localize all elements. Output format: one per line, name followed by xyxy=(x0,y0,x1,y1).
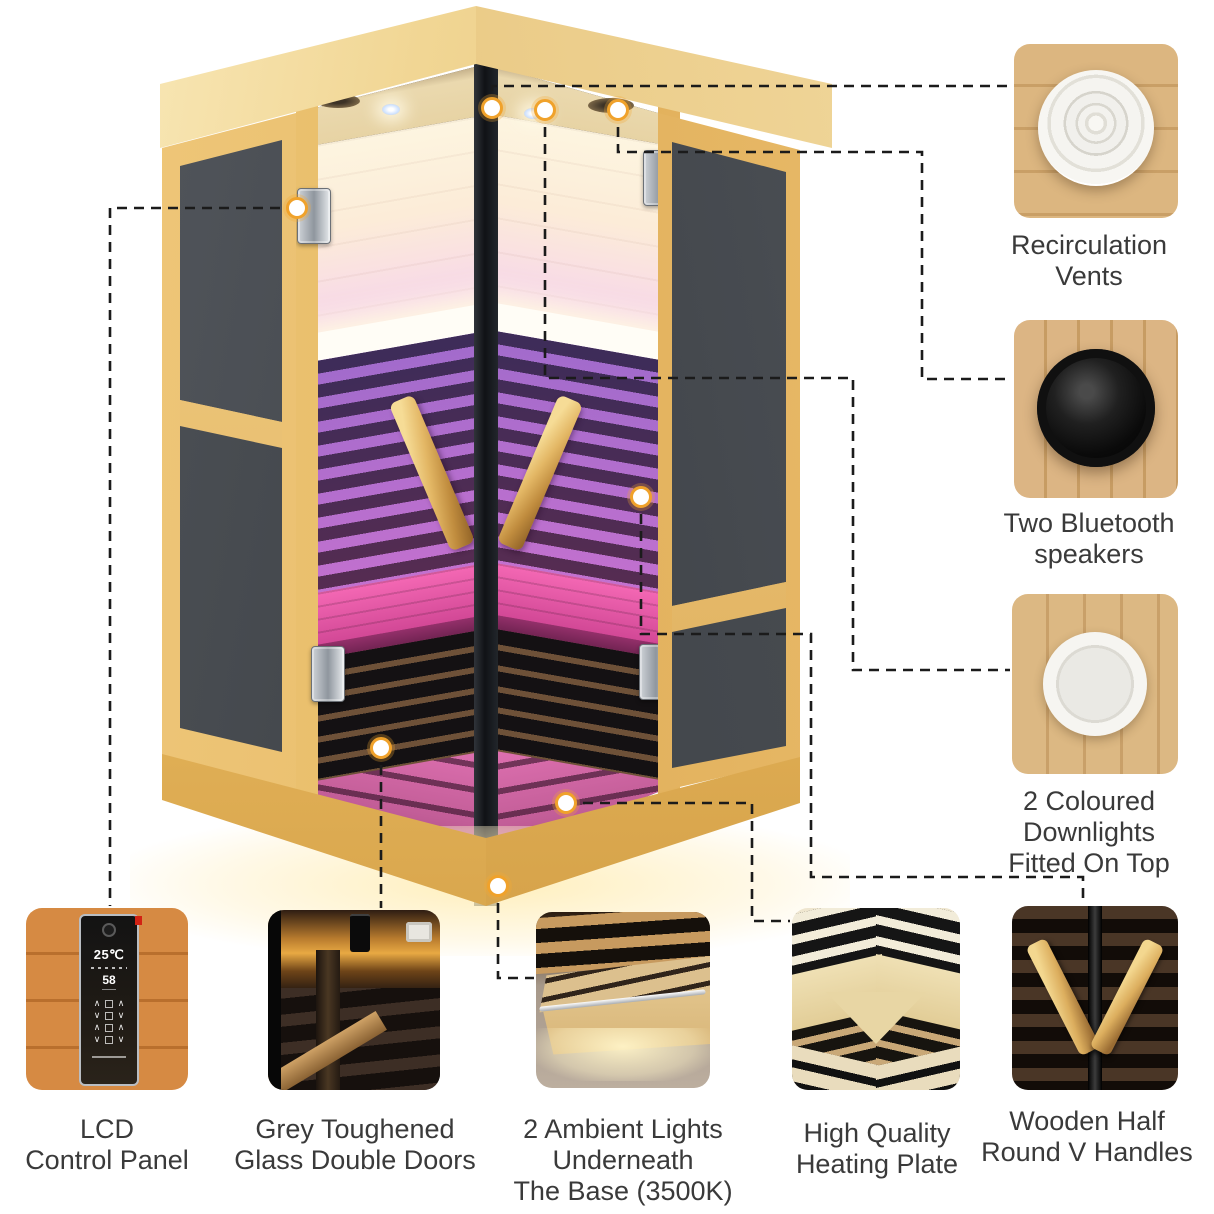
leader-ambient xyxy=(496,886,534,980)
ceiling-downlight-icon xyxy=(524,108,542,119)
glass-doors-photo xyxy=(268,910,440,1090)
hotspot-marker-icon[interactable] xyxy=(534,99,556,121)
panel-caption-bar xyxy=(92,1056,126,1058)
hotspot-marker-icon[interactable] xyxy=(370,737,392,759)
indicator-dots xyxy=(91,967,127,969)
mini-vent-icon xyxy=(406,922,432,942)
power-led-icon xyxy=(135,916,142,925)
label-heating-plate: High Quality Heating Plate xyxy=(772,1118,982,1180)
down-arrow-icon[interactable]: ∨ xyxy=(117,1034,125,1044)
secondary-readout: 58 xyxy=(102,973,116,990)
hotspot-marker-icon[interactable] xyxy=(555,792,577,814)
mode-button-icon[interactable] xyxy=(105,1036,113,1044)
up-arrow-icon[interactable]: ∧ xyxy=(93,1022,101,1032)
label-line: Two Bluetooth xyxy=(1003,508,1175,538)
hotspot-marker-icon[interactable] xyxy=(481,97,503,119)
label-line: LCD xyxy=(79,1114,134,1144)
up-arrow-icon[interactable]: ∧ xyxy=(93,998,101,1008)
mode-button-icon[interactable] xyxy=(105,1012,113,1020)
leader-heating xyxy=(566,801,790,923)
hotspot-marker-icon[interactable] xyxy=(286,197,308,219)
leader-lcd xyxy=(108,206,297,906)
ambient-light-base-photo xyxy=(536,912,710,1088)
v-handles-photo xyxy=(1012,906,1178,1090)
hotspot-marker-icon[interactable] xyxy=(630,486,652,508)
mini-control-panel-icon xyxy=(350,914,370,952)
hotspot-marker-icon[interactable] xyxy=(487,875,509,897)
label-coloured-downlights: 2 Coloured Downlights Fitted On Top xyxy=(964,786,1214,879)
bluetooth-speaker-photo xyxy=(1014,320,1178,498)
temperature-readout: 25℃ xyxy=(93,947,125,962)
base-underglow xyxy=(536,1028,710,1081)
label-line: Fitted On Top xyxy=(1008,848,1170,878)
label-line: High Quality xyxy=(803,1118,951,1148)
lcd-control-panel-photo: 25℃ 58 ∧ ∧ ∨ ∨ ∧ ∧ ∨ ∨ xyxy=(26,908,188,1090)
label-line: speakers xyxy=(1034,539,1144,569)
label-ambient-lights: 2 Ambient Lights Underneath The Base (35… xyxy=(492,1114,754,1207)
lcd-control-panel[interactable]: 25℃ 58 ∧ ∧ ∨ ∨ ∧ ∧ ∨ ∨ xyxy=(79,914,139,1086)
recirculation-vent-photo xyxy=(1014,44,1178,218)
label-v-handles: Wooden Half Round V Handles xyxy=(960,1106,1214,1168)
speaker-icon xyxy=(1037,349,1155,467)
door-frame-edge xyxy=(268,910,281,1090)
label-line: Vents xyxy=(1055,261,1123,291)
up-arrow-icon[interactable]: ∧ xyxy=(117,1022,125,1032)
label-line: Round V Handles xyxy=(981,1137,1193,1167)
leader-vhandles xyxy=(639,497,1085,904)
label-line: Heating Plate xyxy=(795,1149,959,1179)
leader-downlights xyxy=(543,110,1010,672)
downlight-icon xyxy=(1043,632,1147,736)
leader-vents xyxy=(490,84,1012,108)
mode-button-icon[interactable] xyxy=(105,1000,113,1008)
heating-plate-photo xyxy=(792,908,960,1090)
touch-buttons[interactable]: ∧ ∧ ∨ ∨ ∧ ∧ ∨ ∨ xyxy=(90,998,128,1046)
hotspot-marker-icon[interactable] xyxy=(607,99,629,121)
label-line: Control Panel xyxy=(25,1145,189,1175)
label-line: 2 Ambient Lights xyxy=(523,1114,723,1144)
mode-button-icon[interactable] xyxy=(105,1024,113,1032)
down-arrow-icon[interactable]: ∨ xyxy=(117,1010,125,1020)
door-hinge-icon xyxy=(311,646,345,702)
label-bluetooth-speakers: Two Bluetooth speakers xyxy=(964,508,1214,570)
label-line: Glass Double Doors xyxy=(234,1145,476,1175)
label-lcd-control-panel: LCD Control Panel xyxy=(0,1114,214,1176)
down-arrow-icon[interactable]: ∨ xyxy=(93,1034,101,1044)
label-line: Underneath xyxy=(552,1145,694,1175)
label-glass-double-doors: Grey Toughened Glass Double Doors xyxy=(224,1114,486,1176)
sensor-icon xyxy=(102,923,116,937)
down-arrow-icon[interactable]: ∨ xyxy=(93,1010,101,1020)
ceiling-downlight-icon xyxy=(382,104,400,115)
up-arrow-icon[interactable]: ∧ xyxy=(117,998,125,1008)
downlight-photo xyxy=(1012,594,1178,774)
leader-speakers xyxy=(616,110,1012,381)
label-recirculation-vents: Recirculation Vents xyxy=(964,230,1214,292)
vent-icon xyxy=(1038,70,1154,186)
hotspot-markers xyxy=(283,94,655,900)
label-line: The Base (3500K) xyxy=(513,1176,733,1206)
label-line: 2 Coloured xyxy=(1022,786,1156,816)
label-line: Downlights xyxy=(1022,817,1156,847)
center-corner-post xyxy=(474,56,498,906)
label-line: Recirculation xyxy=(1010,230,1168,260)
label-line: Grey Toughened xyxy=(255,1114,455,1144)
label-line: Wooden Half xyxy=(1009,1106,1165,1136)
